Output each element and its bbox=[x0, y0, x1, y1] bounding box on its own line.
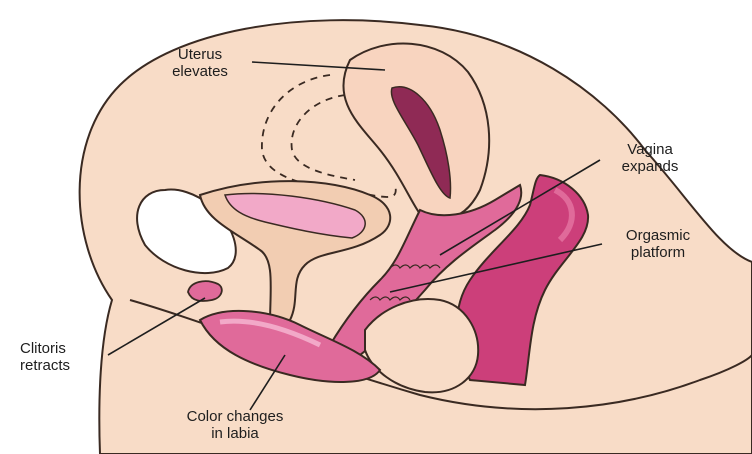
label-clitoris-line1: Clitoris bbox=[20, 340, 110, 357]
label-orgasmic-line2: platform bbox=[598, 244, 718, 261]
label-uterus-line2: elevates bbox=[150, 63, 250, 80]
label-labia-line1: Color changes bbox=[160, 408, 310, 425]
label-vagina-line1: Vagina bbox=[600, 141, 700, 158]
label-orgasmic-line1: Orgasmic bbox=[598, 227, 718, 244]
label-vagina-line2: expands bbox=[600, 158, 700, 175]
label-color-changes-labia: Color changes in labia bbox=[160, 408, 310, 442]
label-uterus-line1: Uterus bbox=[150, 46, 250, 63]
label-labia-line2: in labia bbox=[160, 425, 310, 442]
label-clitoris-line2: retracts bbox=[20, 357, 110, 374]
label-orgasmic-platform: Orgasmic platform bbox=[598, 227, 718, 261]
label-clitoris-retracts: Clitoris retracts bbox=[20, 340, 110, 374]
label-uterus-elevates: Uterus elevates bbox=[150, 46, 250, 80]
label-vagina-expands: Vagina expands bbox=[600, 141, 700, 175]
